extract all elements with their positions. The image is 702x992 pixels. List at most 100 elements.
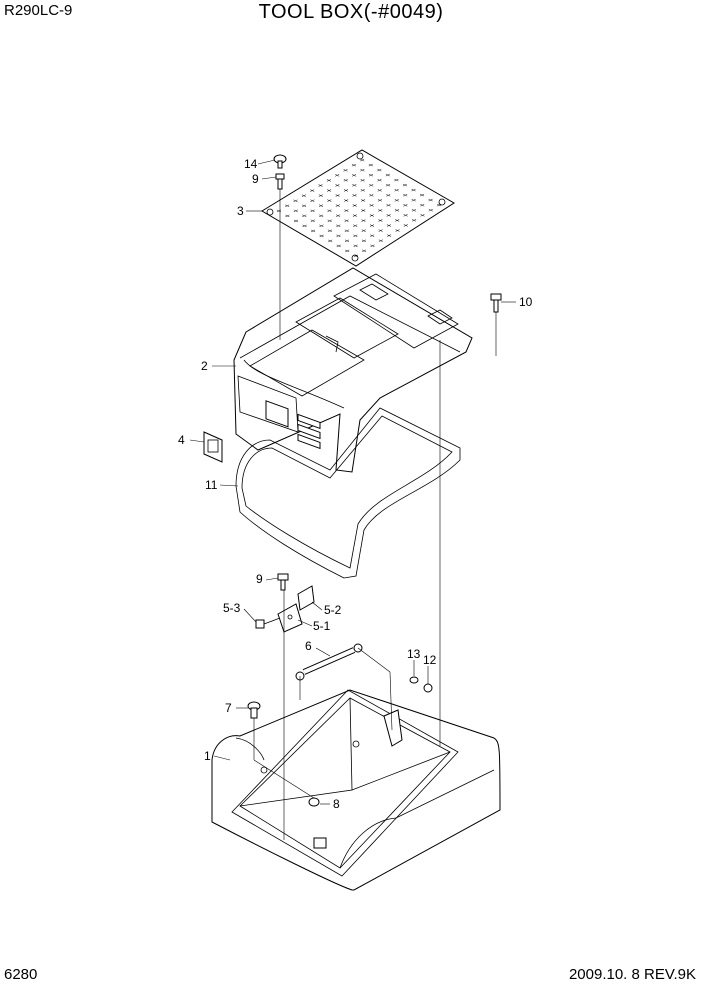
tread-mark <box>394 209 400 212</box>
tread-mark <box>377 178 382 182</box>
tread-mark <box>319 214 324 218</box>
tread-mark <box>402 183 408 187</box>
tread-mark <box>335 184 340 187</box>
callout-6: 6 <box>305 639 312 653</box>
callout-12: 12 <box>423 653 437 667</box>
tread-mark <box>386 224 392 227</box>
tread-mark <box>361 209 366 212</box>
tread-mark <box>361 249 367 253</box>
tread-mark <box>353 224 358 227</box>
tread-mark <box>335 204 340 207</box>
tread-mark <box>403 193 408 197</box>
tread-mark <box>310 199 315 202</box>
callout-9-lower: 9 <box>256 572 263 586</box>
tread-mark <box>353 234 358 238</box>
tread-mark <box>310 229 316 233</box>
tread-mark <box>411 209 417 212</box>
tread-mark <box>394 188 399 192</box>
tread-mark <box>352 204 357 207</box>
tread-mark <box>344 239 350 243</box>
tread-mark <box>301 204 307 208</box>
tread-mark <box>319 234 324 238</box>
tread-mark <box>326 179 332 182</box>
tread-mark <box>428 208 433 212</box>
tread-mark <box>352 214 358 217</box>
leader-lines <box>189 159 516 840</box>
tread-mark <box>419 193 425 197</box>
callout-9-top: 9 <box>252 172 259 186</box>
bolt-10 <box>490 293 502 313</box>
callout-3: 3 <box>237 204 244 218</box>
callout-8: 8 <box>333 797 340 811</box>
tread-mark <box>386 234 392 237</box>
callout-2: 2 <box>201 359 208 373</box>
tread-mark <box>378 209 383 212</box>
callout-5-1: 5-1 <box>313 619 331 633</box>
tread-mark <box>369 214 374 217</box>
tread-mark <box>378 219 383 222</box>
tread-mark <box>411 188 416 192</box>
tread-mark <box>343 169 348 172</box>
bracket-5-2 <box>297 585 315 611</box>
nut-12 <box>423 683 433 693</box>
tread-mark <box>411 198 416 202</box>
page-title: TOOL BOX(-#0049) <box>258 1 444 23</box>
bracket-5-1 <box>277 603 303 633</box>
revision-date: 2009.10. 8 REV.9K <box>568 966 696 983</box>
tread-mark <box>360 158 365 162</box>
callout-1: 1 <box>204 749 211 763</box>
tread-mark <box>361 219 366 222</box>
tread-mark <box>351 163 357 167</box>
tread-mark <box>369 194 374 197</box>
tread-mark <box>310 209 315 213</box>
tread-mark <box>285 214 290 218</box>
callout-5-2: 5-2 <box>324 603 342 617</box>
screw-9-top <box>275 173 285 190</box>
tread-mark <box>326 189 332 192</box>
callout-13: 13 <box>407 647 421 661</box>
callout-5-3: 5-3 <box>223 601 241 615</box>
tread-mark <box>378 239 383 242</box>
bolt-5-3 <box>255 617 281 629</box>
tread-mark <box>378 229 383 232</box>
tread-mark <box>335 174 340 177</box>
tool-box-body <box>211 689 501 891</box>
tread-mark <box>310 219 315 223</box>
tread-mark <box>285 204 290 208</box>
tread-mark <box>343 189 349 192</box>
nut-8 <box>308 797 320 807</box>
tread-mark <box>428 198 433 202</box>
tread-mark <box>395 229 400 232</box>
tread-mark <box>385 173 390 177</box>
tread-mark <box>302 224 307 228</box>
model-code: R290LC-9 <box>4 2 73 19</box>
tread-mark <box>369 184 374 187</box>
tread-mark <box>360 168 365 172</box>
tread-mark <box>302 214 307 218</box>
tread-plate <box>261 149 455 267</box>
tread-mark <box>386 214 391 217</box>
callout-4: 4 <box>178 433 185 447</box>
tool-box-cover <box>233 267 473 473</box>
tread-mark <box>344 199 349 202</box>
callout-7: 7 <box>225 701 232 715</box>
tread-mark <box>385 183 391 187</box>
tread-mark <box>351 174 357 177</box>
tread-mark <box>319 224 324 228</box>
latch-handle <box>203 431 223 463</box>
washer-13 <box>409 676 419 684</box>
tread-mark <box>318 184 323 187</box>
tread-mark <box>395 219 400 222</box>
tread-mark <box>301 194 307 197</box>
tread-mark <box>327 219 332 223</box>
tread-mark <box>377 199 383 202</box>
callout-14: 14 <box>244 157 258 171</box>
tread-mark <box>335 194 340 197</box>
tread-mark <box>360 179 365 182</box>
tread-mark <box>310 189 315 192</box>
page-number: 6280 <box>4 966 38 983</box>
tread-mark <box>327 209 332 212</box>
tread-mark <box>352 194 357 197</box>
tread-mark <box>327 199 332 202</box>
